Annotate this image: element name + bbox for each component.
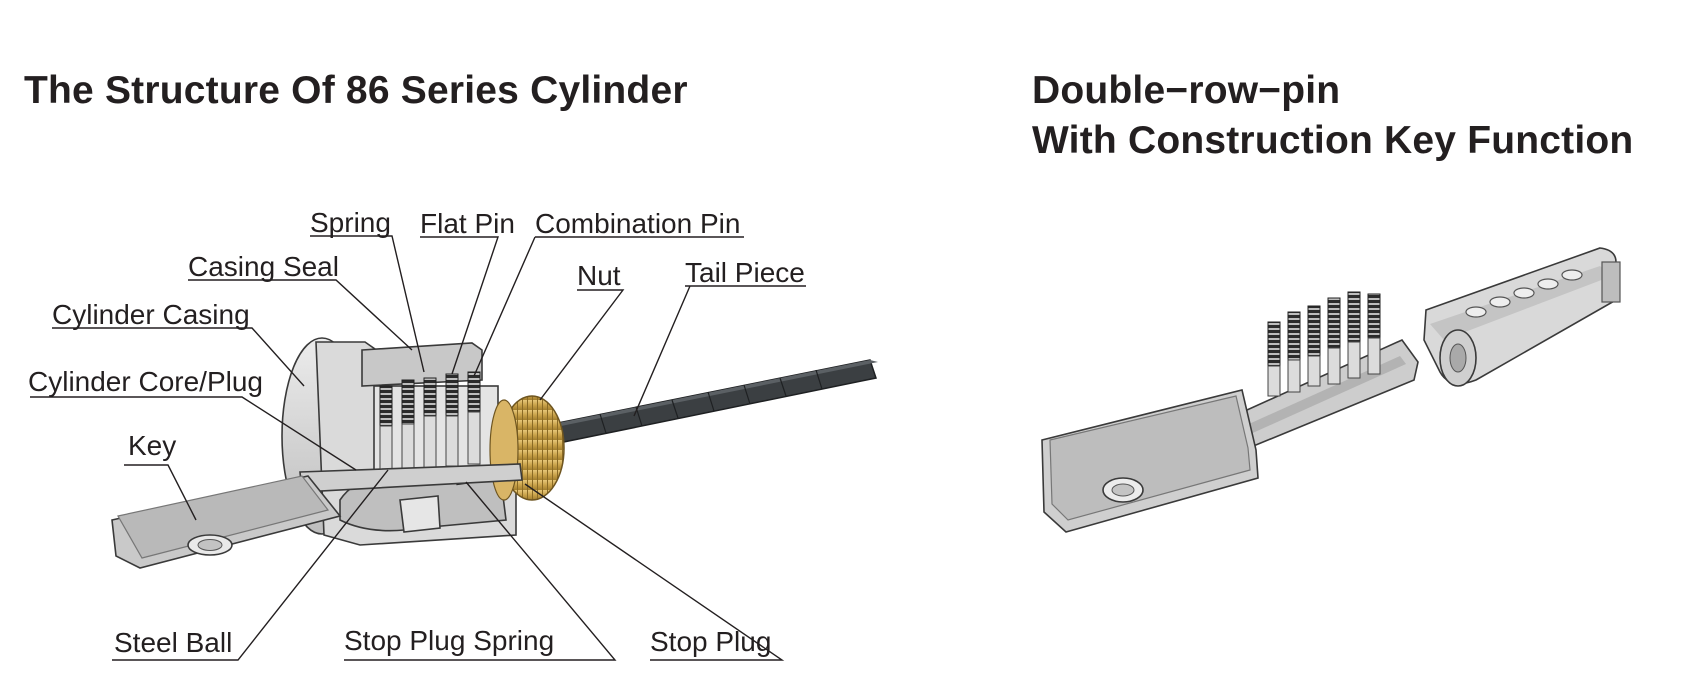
leader-casing-seal (188, 279, 413, 351)
nut-shape (489, 395, 565, 501)
diagram-title-right-line2: With Construction Key Function (1032, 119, 1634, 162)
double-row-pins (1267, 291, 1381, 397)
separate-plug-shape (1423, 247, 1621, 387)
leader-key (124, 464, 197, 521)
label-cylinder-casing: Cylinder Casing (52, 299, 250, 330)
label-combination-pin: Combination Pin (535, 208, 740, 239)
label-nut: Nut (577, 260, 621, 291)
leader-lines (30, 235, 806, 661)
label-casing-seal: Casing Seal (188, 251, 339, 282)
diagram-title-right-line1: Double−row−pin (1032, 69, 1341, 112)
label-stop-plug: Stop Plug (650, 626, 771, 657)
label-spring: Spring (310, 207, 391, 238)
leader-tail-piece (633, 285, 806, 417)
tail-piece-shape (547, 359, 878, 445)
leader-cylinder-casing (52, 327, 305, 387)
key-shape (111, 463, 523, 569)
leader-cylinder-core (30, 396, 357, 471)
cylinder-cutaway (111, 337, 878, 569)
plug-and-pins (373, 371, 499, 486)
label-stop-plug-spring: Stop Plug Spring (344, 625, 554, 656)
label-flat-pin: Flat Pin (420, 208, 515, 239)
label-tail-piece: Tail Piece (685, 257, 805, 288)
leader-stop-plug (524, 483, 785, 661)
diagram-title-right: Double−row−pin With Construction Key Fun… (1032, 66, 1633, 166)
label-cylinder-core-plug: Cylinder Core/Plug (28, 366, 263, 397)
leader-combination-pin (473, 236, 744, 377)
construction-key-illustration (1041, 247, 1621, 533)
label-key: Key (128, 430, 176, 461)
construction-key-shape (1041, 339, 1419, 533)
leader-nut (539, 289, 625, 401)
leader-stop-plug-spring (344, 481, 617, 661)
leader-steel-ball (112, 469, 389, 661)
leader-flat-pin (420, 236, 499, 375)
diagram-title-left: The Structure Of 86 Series Cylinder (24, 69, 688, 112)
leader-spring (310, 235, 425, 373)
label-steel-ball: Steel Ball (114, 627, 232, 658)
part-labels: Spring Flat Pin Combination Pin Casing S… (28, 207, 805, 658)
